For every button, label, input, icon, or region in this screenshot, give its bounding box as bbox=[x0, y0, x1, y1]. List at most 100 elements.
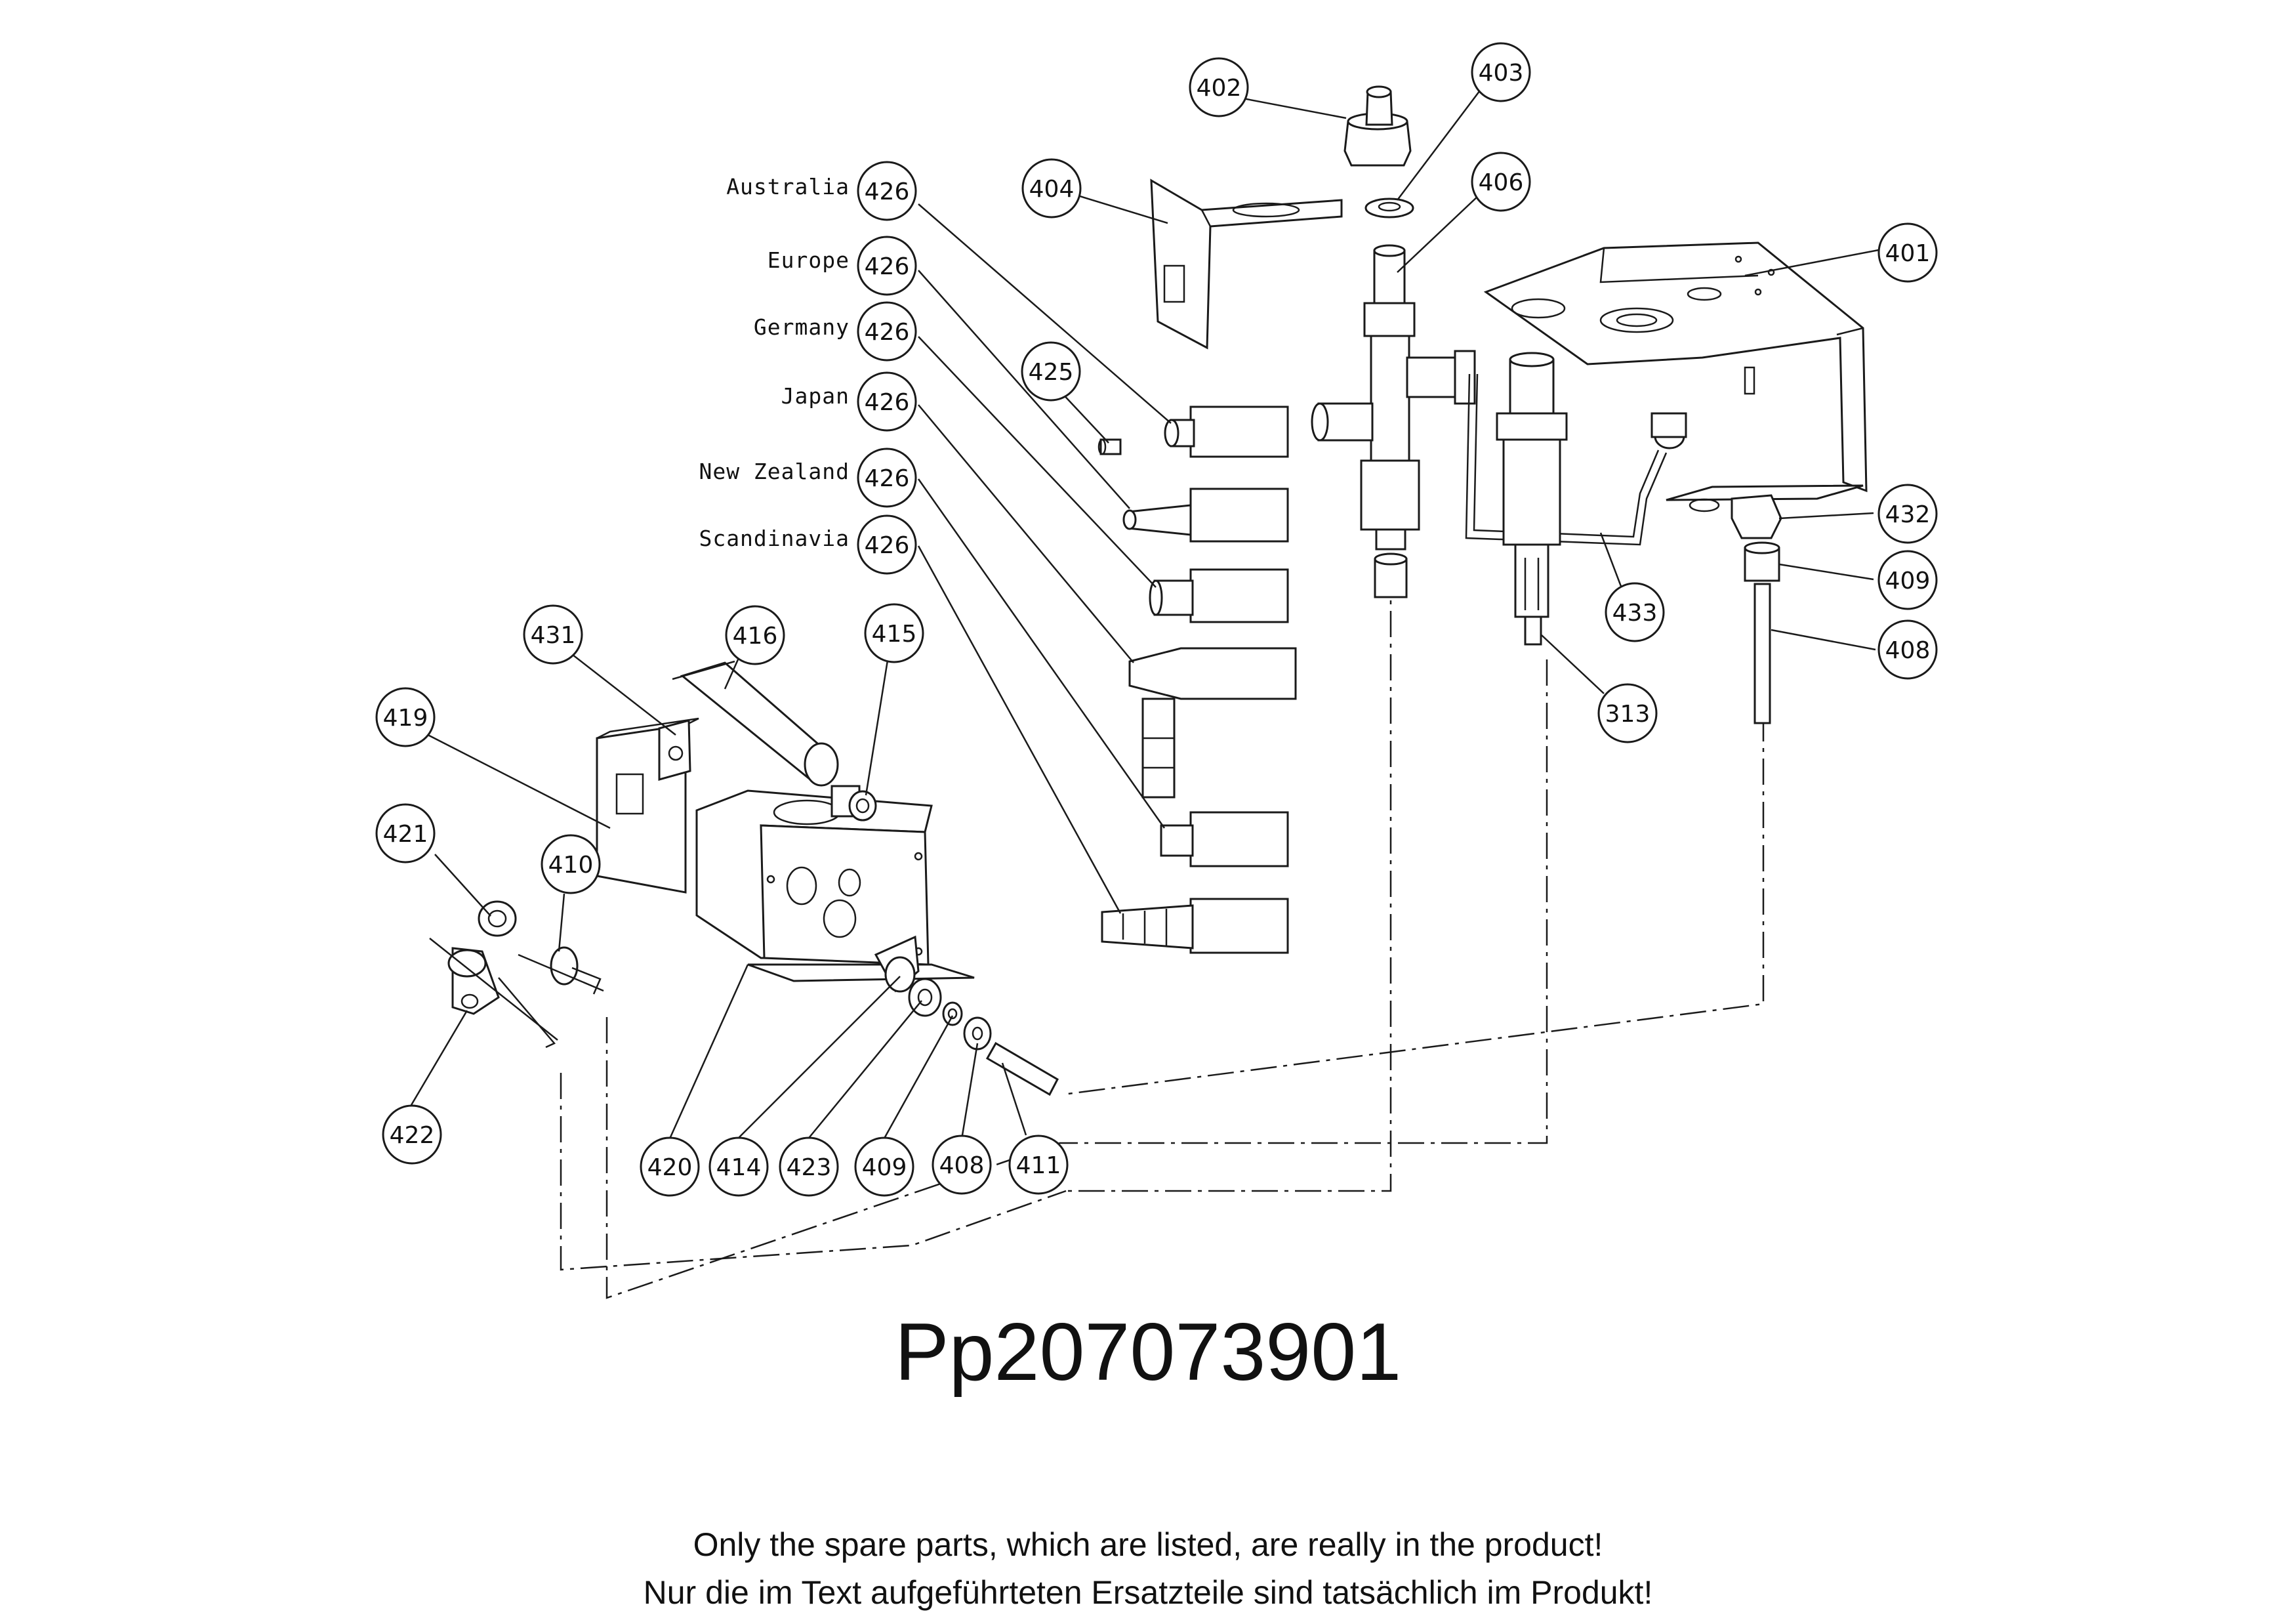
callout-number: 426 bbox=[865, 465, 910, 492]
thermocouple-313 bbox=[1496, 352, 1568, 646]
callout-number: 425 bbox=[1029, 359, 1074, 386]
callout-circle bbox=[1877, 222, 1938, 283]
callout-circle bbox=[1605, 582, 1665, 642]
region-label-scandinavia: Scandinavia bbox=[699, 526, 850, 551]
callout-404: 404 bbox=[1021, 158, 1082, 219]
callout-number: 422 bbox=[390, 1122, 435, 1149]
housing-420 bbox=[695, 789, 975, 982]
gas-tube-433 bbox=[1465, 373, 1668, 546]
nut-421 bbox=[478, 900, 517, 937]
callout-circle bbox=[854, 1136, 914, 1197]
callout-403: 403 bbox=[1471, 42, 1531, 102]
washer-403 bbox=[1364, 198, 1414, 219]
nipple-426-europe bbox=[1122, 488, 1289, 543]
callout-408: 408 bbox=[932, 1135, 992, 1195]
callout-401: 401 bbox=[1877, 222, 1938, 283]
callout-415: 415 bbox=[864, 603, 924, 663]
callout-402: 402 bbox=[1189, 57, 1249, 117]
nut-409-right bbox=[1744, 541, 1780, 582]
callout-number: 426 bbox=[865, 319, 910, 346]
callout-426: 426 bbox=[857, 236, 917, 296]
callout-422: 422 bbox=[382, 1104, 442, 1165]
callout-circle bbox=[523, 604, 583, 665]
callout-419: 419 bbox=[375, 687, 436, 747]
callout-circle bbox=[1471, 42, 1531, 102]
region-labels: Australia Europe Germany Japan New Zeala… bbox=[699, 174, 850, 551]
part-number-code: Pp207073901 bbox=[894, 1307, 1402, 1398]
callout-circle bbox=[857, 236, 917, 296]
callout-416: 416 bbox=[725, 605, 785, 665]
callout-number: 406 bbox=[1479, 169, 1524, 196]
valve-body-406 bbox=[1311, 244, 1476, 598]
callout-circle bbox=[708, 1136, 769, 1197]
callout-circle bbox=[1597, 683, 1658, 743]
callout-circle bbox=[1877, 484, 1938, 544]
callout-426: 426 bbox=[857, 371, 917, 432]
callout-414: 414 bbox=[708, 1136, 769, 1197]
electrode-410 bbox=[518, 946, 604, 995]
callout-423: 423 bbox=[779, 1136, 839, 1197]
connector-415 bbox=[830, 785, 877, 822]
callout-number: 426 bbox=[865, 532, 910, 559]
callout-number: 426 bbox=[865, 389, 910, 416]
callout-circle bbox=[1021, 158, 1082, 219]
callout-number: 433 bbox=[1612, 600, 1658, 627]
region-label-new-zealand: New Zealand bbox=[699, 459, 850, 484]
region-label-australia: Australia bbox=[726, 174, 850, 199]
elbow-432 bbox=[1650, 412, 1782, 539]
callout-circle bbox=[857, 371, 917, 432]
callout-circle bbox=[857, 514, 917, 575]
callout-circle bbox=[857, 161, 917, 221]
callout-409: 409 bbox=[854, 1136, 914, 1197]
callout-number: 408 bbox=[939, 1152, 985, 1179]
callout-410: 410 bbox=[541, 834, 601, 894]
callout-number: 431 bbox=[531, 622, 576, 649]
region-label-germany: Germany bbox=[754, 314, 850, 340]
callout-number: 419 bbox=[383, 705, 428, 732]
callout-313: 313 bbox=[1597, 683, 1658, 743]
callout-number: 411 bbox=[1016, 1152, 1061, 1179]
jet-425 bbox=[1097, 438, 1122, 455]
callout-number: 313 bbox=[1605, 701, 1650, 728]
callout-circle bbox=[375, 687, 436, 747]
callout-circle bbox=[375, 803, 436, 864]
callout-circle bbox=[1008, 1135, 1069, 1195]
callout-circle bbox=[725, 605, 785, 665]
callout-circle bbox=[1471, 152, 1531, 212]
callout-420: 420 bbox=[640, 1136, 700, 1197]
nipple-426-australia bbox=[1164, 406, 1289, 458]
bracket-404 bbox=[1150, 178, 1343, 350]
callout-number: 426 bbox=[865, 178, 910, 205]
callout-421: 421 bbox=[375, 803, 436, 864]
assembly-dash-lines bbox=[560, 568, 1765, 1299]
callout-406: 406 bbox=[1471, 152, 1531, 212]
callout-408: 408 bbox=[1877, 619, 1938, 680]
callout-number: 402 bbox=[1197, 75, 1242, 102]
callout-426: 426 bbox=[857, 161, 917, 221]
callout-409: 409 bbox=[1877, 550, 1938, 610]
callout-number: 416 bbox=[733, 623, 778, 650]
connector-414 bbox=[874, 935, 920, 993]
callout-432: 432 bbox=[1877, 484, 1938, 544]
callout-circle bbox=[382, 1104, 442, 1165]
callout-number: 420 bbox=[647, 1154, 693, 1181]
callout-433: 433 bbox=[1605, 582, 1665, 642]
callout-number: 423 bbox=[787, 1154, 832, 1181]
tube-411 bbox=[985, 1041, 1059, 1096]
region-label-europe: Europe bbox=[768, 247, 850, 273]
nut-408-lower bbox=[963, 1016, 992, 1051]
callout-number: 415 bbox=[872, 621, 917, 648]
callout-circle bbox=[1189, 57, 1249, 117]
callout-circle bbox=[932, 1135, 992, 1195]
callout-number: 421 bbox=[383, 821, 428, 848]
bracket-401 bbox=[1483, 241, 1868, 512]
callout-circle bbox=[857, 448, 917, 508]
callout-number: 408 bbox=[1885, 637, 1931, 664]
callout-425: 425 bbox=[1021, 341, 1081, 402]
bracket-431 bbox=[658, 719, 691, 781]
callout-426: 426 bbox=[857, 448, 917, 508]
electrode-422 bbox=[429, 938, 558, 1049]
